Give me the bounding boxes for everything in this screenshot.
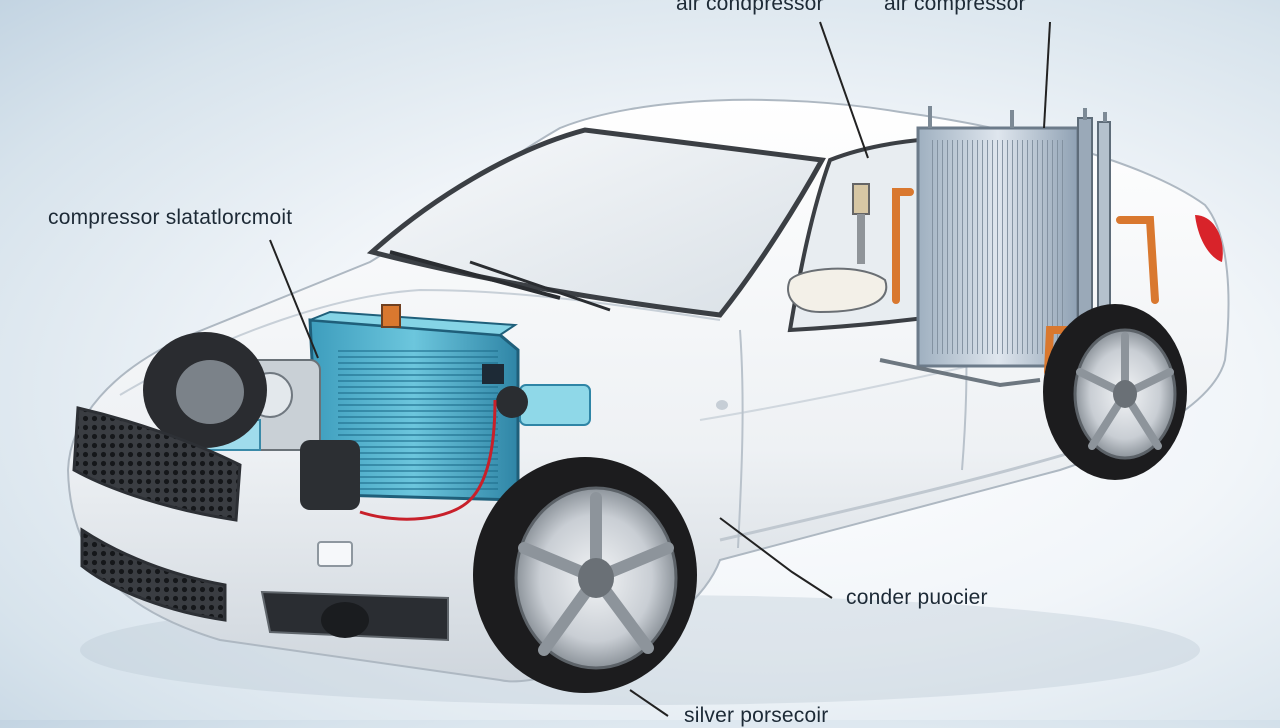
front-far-wheel xyxy=(143,332,267,448)
callout-label-right: conder puocier xyxy=(846,586,988,609)
side-mirror xyxy=(787,267,888,314)
wiper xyxy=(469,260,611,312)
callout-label-bottom: silver porsecoir xyxy=(684,704,829,727)
red-wire xyxy=(359,399,497,521)
callout-lines xyxy=(269,21,1051,717)
valve-fitting xyxy=(852,183,870,264)
callout-label-top-right: air compressor xyxy=(884,0,1026,15)
windshield xyxy=(366,127,826,318)
front-bumper xyxy=(72,406,449,642)
wiper xyxy=(389,250,561,300)
callout-label-top-left: air condpressor xyxy=(676,0,824,15)
callout-label-left: compressor slatatlorcmoit xyxy=(48,206,293,229)
front-near-wheel xyxy=(473,457,697,693)
refrigerant-line xyxy=(879,358,1041,388)
taillight xyxy=(1195,215,1223,262)
rear-near-wheel xyxy=(1043,304,1187,480)
